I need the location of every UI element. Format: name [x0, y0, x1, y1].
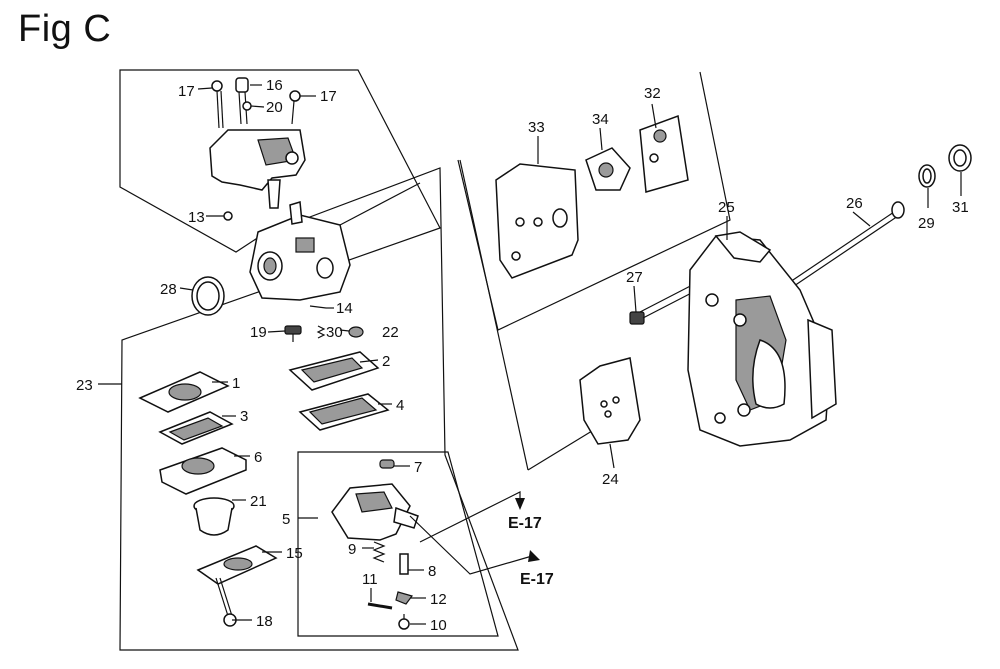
callout-15: 15: [286, 545, 303, 562]
part-o-ring-28: [191, 276, 225, 316]
callout-17-right: 17: [320, 88, 337, 105]
part-diaphragm-2: [288, 351, 380, 391]
callout-1: 1: [232, 375, 240, 392]
callout-12: 12: [430, 591, 447, 608]
callout-22: 22: [382, 324, 399, 341]
callout-4: 4: [396, 397, 404, 414]
reference-e17-lower: E-17: [520, 571, 554, 588]
callout-10: 10: [430, 617, 447, 634]
part-cover-plate-1: [138, 371, 230, 413]
callout-18: 18: [256, 613, 273, 630]
callout-2: 2: [382, 353, 390, 370]
part-screw-10: [398, 614, 410, 630]
arrow-line-upper: [419, 491, 521, 543]
part-diaphragm-3: [158, 411, 234, 445]
part-carburetor-main-body: [249, 201, 351, 301]
part-bolt-16: [235, 77, 249, 125]
part-gasket-4: [298, 393, 390, 431]
callout-21: 21: [250, 493, 267, 510]
part-plug-7: [379, 459, 395, 469]
callout-26: 26: [846, 195, 863, 212]
callout-31: 31: [952, 199, 969, 216]
callout-20: 20: [266, 99, 283, 116]
callout-23: 23: [76, 377, 93, 394]
part-plug-22: [348, 326, 364, 338]
part-gasket-24: [579, 357, 641, 445]
callout-27: 27: [626, 269, 643, 286]
part-intake-housing-25: [687, 231, 837, 447]
leader-lines: [98, 84, 962, 625]
callout-labels: 17 16 17 20 13 28 14 19 30 22 2 4 23 1 3…: [76, 77, 969, 634]
reference-labels: E-17 E-17: [508, 515, 554, 588]
arrow-head-lower: [528, 550, 540, 562]
part-needle-8: [399, 553, 409, 575]
part-washer-29: [918, 164, 936, 188]
guide-line-left: [459, 159, 529, 471]
part-spring-9: [372, 541, 386, 563]
callout-32: 32: [644, 85, 661, 102]
callout-24: 24: [602, 471, 619, 488]
part-lever-12: [395, 591, 414, 605]
part-screw-17-left: [211, 80, 224, 129]
callout-6: 6: [254, 449, 262, 466]
part-pump-body-5: [331, 483, 419, 541]
part-carburetor-upper-body: [209, 129, 306, 209]
callout-34: 34: [592, 111, 609, 128]
callout-16: 16: [266, 77, 283, 94]
reference-e17-upper: E-17: [508, 515, 542, 532]
callout-8: 8: [428, 563, 436, 580]
part-bolt-18: [215, 577, 237, 627]
part-washer-31: [948, 144, 972, 172]
arrow-head-upper: [515, 498, 525, 510]
callout-28: 28: [160, 281, 177, 298]
callout-5: 5: [282, 511, 290, 528]
part-spring-30: [316, 325, 326, 339]
part-screw-19: [284, 325, 302, 342]
callout-11: 11: [362, 571, 378, 588]
part-pin-14: [309, 305, 327, 309]
pump-group-outline: [297, 451, 499, 637]
part-primer-bulb-21: [193, 497, 235, 536]
callout-17-left: 17: [178, 83, 195, 100]
part-screw-17-right: [289, 90, 301, 125]
part-plate-15: [196, 545, 278, 585]
figure-title: Fig C: [18, 8, 112, 50]
part-nut-20: [242, 101, 252, 111]
callout-9: 9: [348, 541, 356, 558]
part-cover-6: [159, 447, 247, 495]
gasket-group-outline: [457, 71, 731, 331]
callout-25: 25: [718, 199, 735, 216]
callout-33: 33: [528, 119, 545, 136]
part-pin-11: [367, 602, 393, 610]
callout-13: 13: [188, 209, 205, 226]
callout-30: 30: [326, 324, 343, 341]
callout-29: 29: [918, 215, 935, 232]
part-long-bolt-26: [789, 201, 905, 287]
part-gasket-33: [495, 163, 579, 279]
reference-arrows: [409, 491, 540, 575]
callout-3: 3: [240, 408, 248, 425]
part-plate-32: [639, 114, 689, 193]
callout-19: 19: [250, 324, 267, 341]
callout-14: 14: [336, 300, 353, 317]
parts: [138, 77, 972, 630]
callout-7: 7: [414, 459, 422, 476]
arrow-line-lower: [409, 515, 533, 575]
part-screw-13: [223, 211, 233, 221]
part-plate-34: [585, 147, 631, 191]
